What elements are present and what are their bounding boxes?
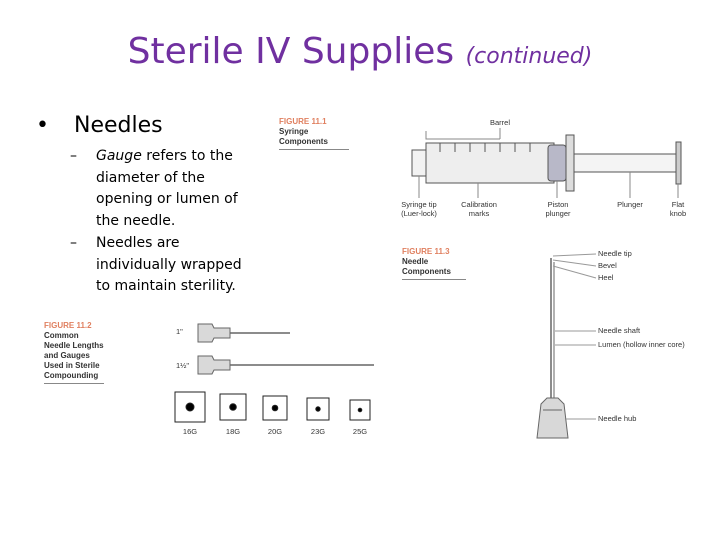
title-suffix: (continued) [465, 44, 593, 69]
label-gauge-23g: 23G [310, 427, 326, 436]
label-needle-shaft: Needle shaft [598, 326, 641, 335]
label-barrel: Barrel [489, 118, 510, 127]
label-calibration-marks: Calibration marks [461, 200, 497, 218]
fig2-name: Common Needle Lengths and Gauges Used in… [44, 331, 104, 380]
needle-lengths-illustration [197, 323, 374, 375]
fig1-number: FIGURE 11.1 [279, 117, 327, 126]
syringe-barrel [425, 142, 555, 184]
gauge-18g-lumen [229, 403, 237, 411]
label-lumen: Lumen (hollow inner core) [598, 340, 685, 349]
syringe-tip [411, 149, 427, 177]
piston-plunger [547, 144, 567, 182]
label-piston-plunger: Piston plunger [545, 200, 571, 218]
gauge-16g-lumen [185, 402, 195, 412]
label-bevel: Bevel [598, 261, 617, 270]
label-needle-tip: Needle tip [598, 249, 632, 258]
flat-knob [675, 141, 682, 185]
barrel-flange [565, 134, 575, 192]
fig3-number: FIGURE 11.3 [402, 247, 450, 256]
label-plunger: Plunger [617, 200, 643, 209]
syringe-illustration [411, 128, 682, 198]
sub-item-text: Needles are individually wrapped to main… [96, 233, 256, 298]
label-gauge-16g: 16G [182, 427, 198, 436]
bullet-dot: • [36, 113, 49, 138]
needle-illustration [536, 253, 597, 439]
needle-1-5in-hub [197, 355, 231, 375]
label-syringe-tip: Syringe tip (Luer-lock) [401, 200, 437, 218]
label-flat-knob: Flat knob [669, 200, 687, 218]
bullet-text: Needles [74, 113, 163, 138]
fig1-name: Syringe Components [279, 127, 328, 146]
label-length-1in: 1" [176, 327, 183, 336]
sub-item-emph: Gauge [96, 148, 142, 164]
label-needle-hub: Needle hub [598, 414, 637, 423]
title-main: Sterile IV Supplies [127, 31, 455, 72]
slide-title: Sterile IV Supplies (continued) [0, 30, 720, 79]
sub-item-rest: refers to the diameter of the opening or… [96, 148, 238, 229]
label-heel: Heel [598, 273, 614, 282]
sub-item-text: Gauge refers to the diameter of the open… [96, 146, 256, 232]
label-gauge-25g: 25G [352, 427, 368, 436]
plunger-rod [573, 153, 679, 173]
gauge-20g-lumen [271, 404, 279, 412]
label-gauge-20g: 20G [267, 427, 283, 436]
label-gauge-18g: 18G [225, 427, 241, 436]
gauge-25g-lumen [357, 407, 363, 413]
fig3-caption: FIGURE 11.3 Needle Components [402, 247, 466, 280]
needle-hub [536, 397, 569, 439]
gauge-squares [174, 391, 371, 423]
needle-1in-hub [197, 323, 231, 343]
fig2-caption: FIGURE 11.2 Common Needle Lengths and Ga… [44, 321, 104, 384]
sub-item-rest: Needles are individually wrapped to main… [96, 235, 242, 294]
fig3-name: Needle Components [402, 257, 451, 276]
gauge-23g-lumen [315, 406, 321, 412]
label-length-1-5in: 1½" [176, 361, 190, 370]
fig2-number: FIGURE 11.2 [44, 321, 92, 330]
fig1-caption: FIGURE 11.1 Syringe Components [279, 117, 349, 150]
